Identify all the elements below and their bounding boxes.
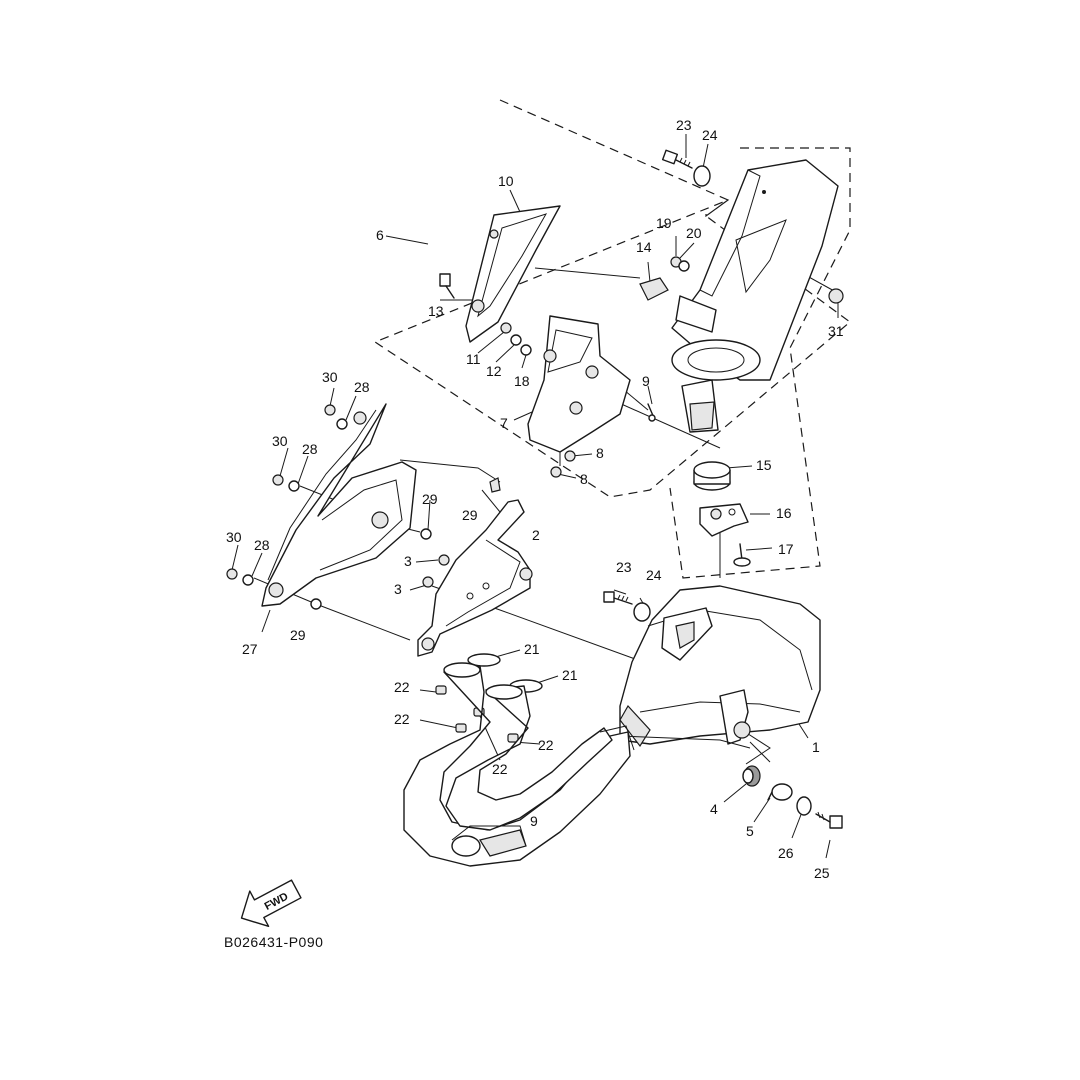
grommet-18 (520, 344, 532, 356)
callout-labels: 23 24 10 6 19 20 14 13 31 11 12 18 9 7 3… (226, 117, 844, 881)
bolt-9-upper (647, 403, 656, 422)
callout-2: 2 (532, 527, 540, 543)
callout-21-a: 21 (524, 641, 540, 657)
bolt-13 (439, 273, 455, 299)
collar-5 (767, 783, 793, 801)
stud-22-d (507, 733, 519, 743)
washer-12 (510, 334, 522, 346)
gasket-21-a (467, 653, 501, 667)
muffler-end-section[interactable] (671, 159, 839, 433)
washer-24-lower (633, 602, 651, 622)
screw-30-b (272, 474, 284, 486)
diagram-code: B026431-P090 (224, 934, 324, 950)
collar-11 (500, 322, 512, 334)
callout-25: 25 (814, 865, 830, 881)
callout-22-b: 22 (394, 711, 410, 727)
screw-30-c (226, 568, 238, 580)
leader-lines (231, 134, 839, 859)
heat-shield-inner[interactable] (527, 315, 631, 453)
callout-22-d: 22 (492, 761, 508, 777)
callout-5: 5 (746, 823, 754, 839)
washer-20 (678, 260, 690, 272)
callout-23-lower: 23 (616, 559, 632, 575)
callout-14: 14 (636, 239, 652, 255)
callout-30-c: 30 (226, 529, 242, 545)
callout-30-a: 30 (322, 369, 338, 385)
washer-28-a (336, 418, 348, 430)
callout-12: 12 (486, 363, 502, 379)
clamp-16 (699, 503, 749, 537)
bolt-23-lower (603, 591, 633, 605)
callout-8-upper: 8 (596, 445, 604, 461)
collar-29-a (420, 528, 432, 540)
callout-9-lower: 9 (530, 813, 538, 829)
bolt-3-b (422, 576, 434, 588)
nut-31 (828, 288, 844, 304)
muffler-bracket[interactable] (417, 499, 533, 657)
muffler-cover-assembly-boundary (669, 147, 851, 579)
callout-8-lower: 8 (580, 471, 588, 487)
collar-29-b (489, 477, 501, 493)
callout-28-b: 28 (302, 441, 318, 457)
callout-3-a: 3 (404, 553, 412, 569)
grommet-4 (742, 765, 761, 787)
callout-1: 1 (812, 739, 820, 755)
screw-30-a (324, 404, 336, 416)
callout-13: 13 (428, 303, 444, 319)
callout-29-c: 29 (290, 627, 306, 643)
callout-18: 18 (514, 373, 530, 389)
exhaust-header-pipes[interactable] (403, 662, 635, 867)
callout-4: 4 (710, 801, 718, 817)
heat-shield-outer[interactable] (465, 205, 561, 343)
side-cover[interactable] (261, 403, 417, 607)
grommet-14 (639, 277, 669, 301)
callout-29-a: 29 (422, 491, 438, 507)
washer-26 (796, 796, 812, 816)
callout-16: 16 (776, 505, 792, 521)
washer-28-b (288, 480, 300, 492)
callout-9-upper: 9 (642, 373, 650, 389)
callout-29-b: 29 (462, 507, 478, 523)
washer-28-c (242, 574, 254, 586)
callout-20: 20 (686, 225, 702, 241)
callout-11: 11 (466, 351, 481, 367)
callout-24-lower: 24 (646, 567, 662, 583)
stud-22-a (435, 685, 447, 695)
callout-17: 17 (778, 541, 794, 557)
bolt-25 (815, 811, 843, 829)
heat-shield-assembly-boundary (373, 99, 851, 498)
callout-27: 27 (242, 641, 258, 657)
nut-8-upper (564, 450, 576, 462)
callout-26: 26 (778, 845, 794, 861)
callout-22-c: 22 (538, 737, 554, 753)
callout-21-b: 21 (562, 667, 578, 683)
collar-29-c (310, 598, 322, 610)
damper-15 (693, 461, 731, 491)
washer-24-upper (693, 165, 711, 187)
callout-24: 24 (702, 127, 718, 143)
callout-22-a: 22 (394, 679, 410, 695)
bolt-17 (733, 543, 751, 567)
callout-28-a: 28 (354, 379, 370, 395)
stud-22-b (455, 723, 467, 733)
callout-19: 19 (656, 215, 672, 231)
callout-15: 15 (756, 457, 772, 473)
bolt-23-upper (661, 149, 693, 169)
callout-23: 23 (676, 117, 692, 133)
callout-3-b: 3 (394, 581, 402, 597)
nut-8-lower (550, 466, 562, 478)
bolt-3-a (438, 554, 450, 566)
callout-7: 7 (500, 415, 508, 431)
callout-28-c: 28 (254, 537, 270, 553)
callout-31: 31 (828, 323, 844, 339)
callout-10: 10 (498, 173, 514, 189)
callout-6: 6 (376, 227, 384, 243)
fwd-arrow: FWD (240, 879, 302, 928)
muffler-body[interactable] (619, 585, 821, 749)
callout-30-b: 30 (272, 433, 288, 449)
